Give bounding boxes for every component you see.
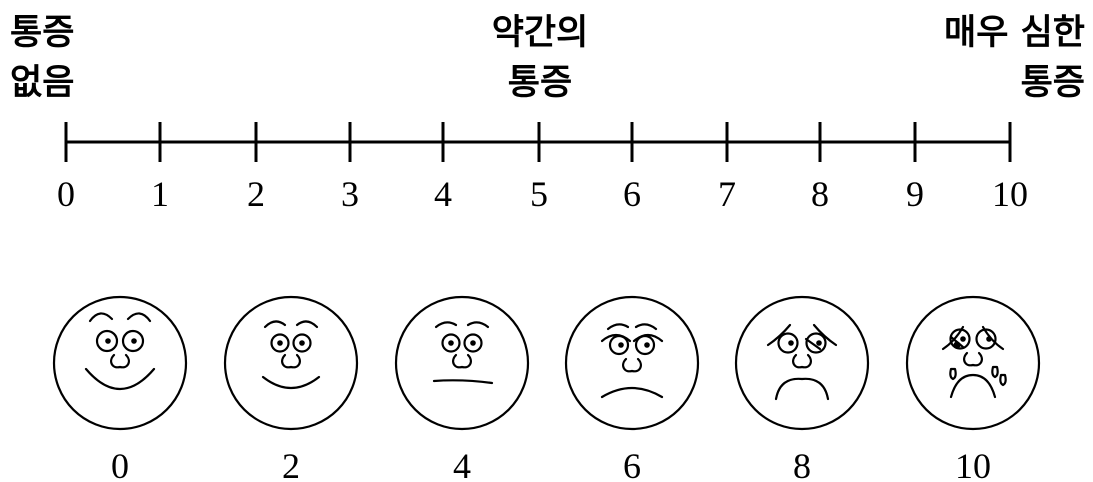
heading-no-pain-line1: 통증 <box>10 13 75 53</box>
face-score-label: 10 <box>955 446 991 482</box>
face-score-label: 6 <box>623 446 641 482</box>
face-outline <box>734 295 870 431</box>
face-smile <box>223 295 359 431</box>
scale-tick-label: 9 <box>906 174 924 214</box>
scale-tick-label: 3 <box>341 174 359 214</box>
scale-tick-label: 2 <box>247 174 265 214</box>
scale-tick-label: 6 <box>623 174 641 214</box>
face-score-label: 8 <box>793 446 811 482</box>
scale-tick-label: 4 <box>434 174 452 214</box>
face-neutral <box>394 295 530 431</box>
scale-tick-label: 7 <box>718 174 736 214</box>
heading-no-pain: 통증 없음 <box>10 8 74 108</box>
faces-row: 0 2 4 6 8 10 <box>52 295 1041 482</box>
scale-tick-label: 1 <box>151 174 169 214</box>
scale-tick-label: 8 <box>811 174 829 214</box>
heading-mild-pain: 약간의 통증 <box>492 8 589 108</box>
scale-tick-label: 0 <box>57 174 75 214</box>
face-score-label: 4 <box>453 446 471 482</box>
face-score-label: 0 <box>111 446 129 482</box>
heading-mild-pain-line1: 약간의 <box>491 13 589 53</box>
face-grimace <box>734 295 870 431</box>
face-crying <box>905 295 1041 431</box>
heading-no-pain-line2: 없음 <box>10 63 75 103</box>
heading-severe-pain-line2: 통증 <box>1020 63 1085 103</box>
heading-severe-pain: 매우 심한 통증 <box>944 8 1085 108</box>
face-outline <box>223 295 359 431</box>
heading-mild-pain-line2: 통증 <box>507 63 573 103</box>
face-outline <box>905 295 1041 431</box>
face-big-smile <box>52 295 188 431</box>
face-outline <box>52 295 188 431</box>
heading-severe-pain-line1: 매우 심한 <box>944 13 1085 53</box>
scale-tick-label: 5 <box>530 174 548 214</box>
face-outline <box>394 295 530 431</box>
face-score-label: 2 <box>282 446 300 482</box>
face-outline <box>564 295 700 431</box>
face-frown <box>564 295 700 431</box>
scale-tick-label: 10 <box>992 174 1028 214</box>
numeric-scale: 0 1 2 3 4 5 6 7 8 9 10 <box>57 122 1028 214</box>
